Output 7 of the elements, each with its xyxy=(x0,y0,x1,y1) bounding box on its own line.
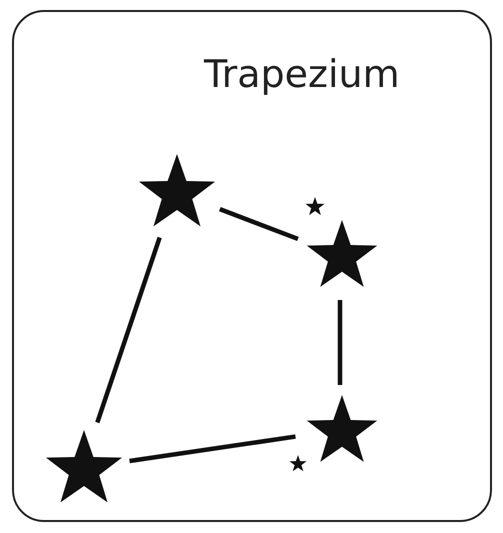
constellation-line xyxy=(218,206,298,241)
star-icon xyxy=(289,455,307,473)
constellation-card xyxy=(12,10,492,522)
title: Trapezium xyxy=(204,52,400,96)
constellation-line xyxy=(94,236,162,423)
constellation-line xyxy=(128,434,296,463)
star-icon xyxy=(305,197,325,217)
